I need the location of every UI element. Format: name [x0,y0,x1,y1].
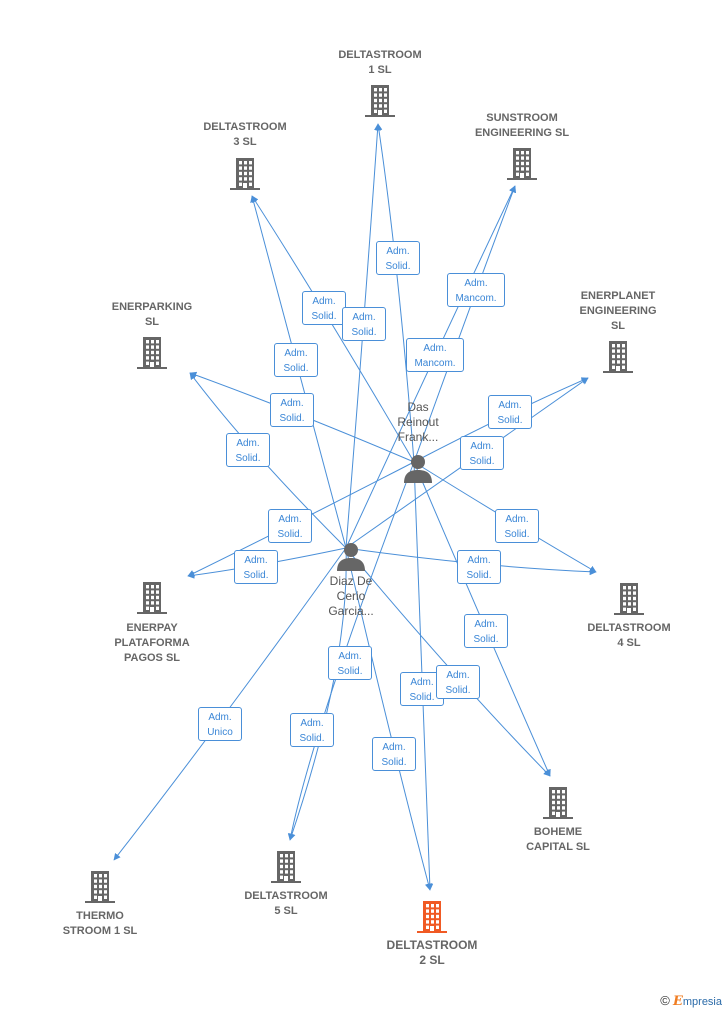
relation-badge[interactable]: Adm. Solid. [328,646,372,680]
company-d2[interactable]: DELTASTROOM 2 SL [372,899,492,968]
building-icon [365,85,395,117]
relation-badge[interactable]: Adm. Solid. [436,665,480,699]
relation-badge[interactable]: Adm. Solid. [457,550,501,584]
person-diaz[interactable]: Diaz De Cerio Garcia... [311,541,391,619]
company-d1[interactable]: DELTASTROOM 1 SL [320,48,440,117]
brand-name: mpresia [682,996,722,1008]
company-name: BOHEME CAPITAL SL [526,826,590,853]
company-name: DELTASTROOM 2 SL [386,938,478,967]
company-name: DELTASTROOM 5 SL [244,890,328,917]
relation-badge[interactable]: Adm. Solid. [302,291,346,325]
building-icon [137,337,167,369]
building-icon [614,583,644,615]
building-icon [137,582,167,614]
company-name: THERMO STROOM 1 SL [62,910,138,937]
company-d4[interactable]: DELTASTROOM 4 SL [569,581,689,651]
company-pay[interactable]: ENERPAY PLATAFORMA PAGOS SL [92,580,212,666]
building-icon-highlighted [417,901,447,933]
relation-badge[interactable]: Adm. Solid. [234,550,278,584]
empresia-logo: © Empresia [660,993,722,1009]
relation-badge[interactable]: Adm. Solid. [495,509,539,543]
relation-badge[interactable]: Adm. Solid. [372,737,416,771]
relation-link-diaz-d2 [345,547,432,891]
relation-badge[interactable]: Adm. Solid. [342,307,386,341]
relation-badge[interactable]: Adm. Mancom. [447,273,505,307]
relation-badge[interactable]: Adm. Solid. [226,433,270,467]
person-das[interactable]: Das Reinout Frank... [378,400,458,483]
relation-badge[interactable]: Adm. Solid. [270,393,314,427]
company-name: ENERPAY PLATAFORMA PAGOS SL [114,622,190,664]
company-sun[interactable]: SUNSTROOM ENGINEERING SL [462,111,582,180]
building-icon [271,851,301,883]
relation-badge[interactable]: Adm. Solid. [488,395,532,429]
company-park[interactable]: ENERPARKING SL [92,300,212,369]
person-name: Das Reinout Frank... [397,400,439,444]
person-name: Diaz De Cerio Garcia... [328,574,374,618]
relation-badge[interactable]: Adm. Solid. [290,713,334,747]
building-icon [507,148,537,180]
relation-badge[interactable]: Adm. Solid. [268,509,312,543]
company-boh[interactable]: BOHEME CAPITAL SL [498,785,618,855]
building-icon [230,158,260,190]
relation-badge[interactable]: Adm. Unico [198,707,242,741]
company-name: ENERPLANET ENGINEERING SL [579,290,657,332]
company-d3[interactable]: DELTASTROOM 3 SL [185,120,305,190]
company-name: DELTASTROOM 4 SL [587,622,671,649]
relation-link-das-sun [413,185,517,463]
company-name: DELTASTROOM 3 SL [203,121,287,148]
relation-badge[interactable]: Adm. Solid. [376,241,420,275]
relation-badge[interactable]: Adm. Solid. [464,614,508,648]
company-name: SUNSTROOM ENGINEERING SL [474,112,570,139]
brand-initial: E [672,994,683,1009]
relation-badge[interactable]: Adm. Mancom. [406,338,464,372]
person-icon [404,455,432,483]
relation-badge[interactable]: Adm. Solid. [460,436,504,470]
building-icon [603,341,633,373]
building-icon [543,787,573,819]
company-planet[interactable]: ENERPLANET ENGINEERING SL [558,289,678,373]
company-name: ENERPARKING SL [111,301,193,328]
person-icon [337,543,365,571]
copyright-symbol: © [660,993,670,1008]
company-thermo[interactable]: THERMO STROOM 1 SL [40,869,160,939]
relation-badge[interactable]: Adm. Solid. [274,343,318,377]
company-d5[interactable]: DELTASTROOM 5 SL [226,849,346,919]
company-name: DELTASTROOM 1 SL [338,49,422,76]
building-icon [85,871,115,903]
